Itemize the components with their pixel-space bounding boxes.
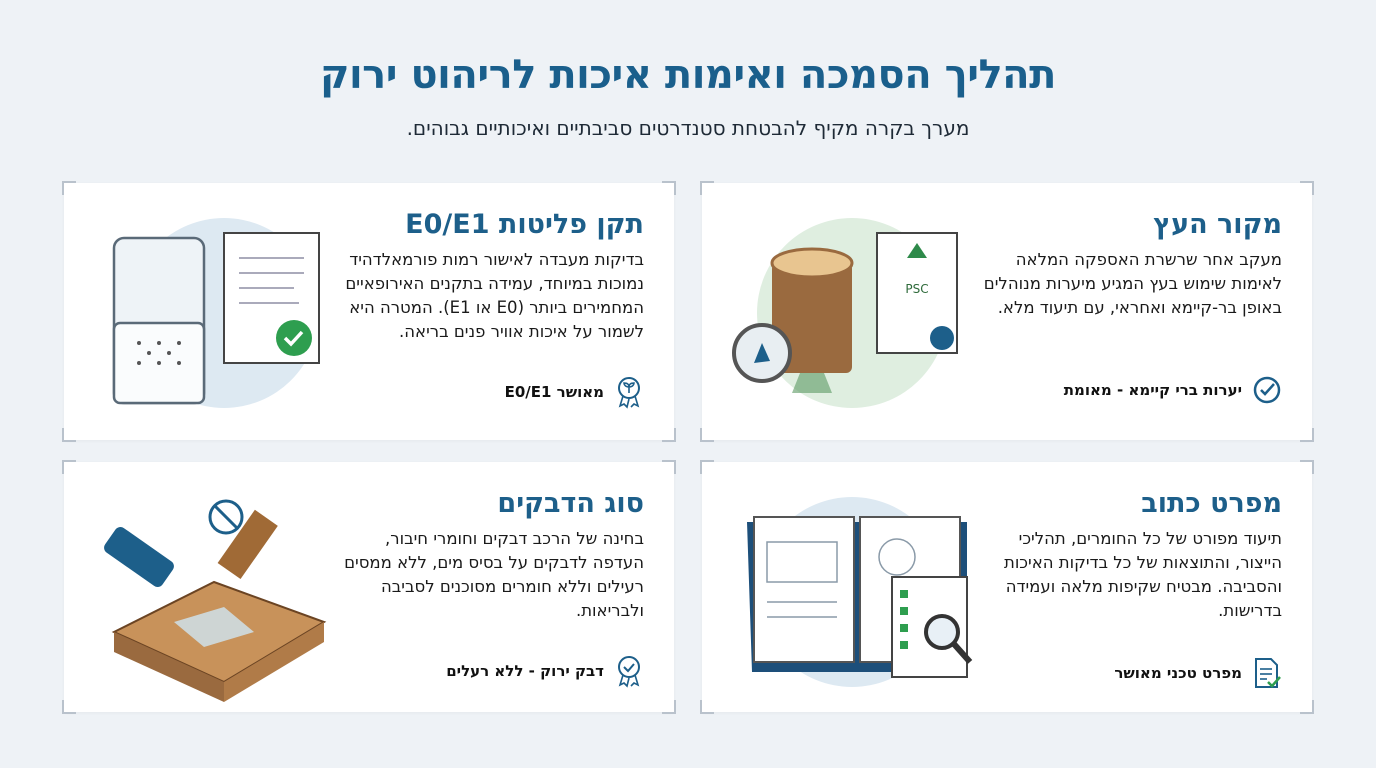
card-title: מפרט כתוב <box>1141 488 1282 519</box>
card-badge: מאושר E0/E1 <box>505 375 644 409</box>
check-award-icon <box>618 656 640 688</box>
wood-certificate-illustration: PSC <box>732 218 958 408</box>
card-body: תיעוד מפורט של כל החומרים, תהליכי הייצור… <box>1003 529 1282 620</box>
card-wood-source: מקור העץ מעקב אחר שרשרת האספקה המלאה לאי… <box>700 181 1314 442</box>
spec-book-illustration <box>747 497 973 687</box>
card-emissions-standard: תקן פליטות E0/E1 בדיקות מעבדה לאישור רמו… <box>62 181 676 442</box>
page-subtitle: מערך בקרה מקיף להבטחת סטנדרטים סביבתיים … <box>406 116 970 140</box>
card-body: בדיקות מעבדה לאישור רמות פורמאלדהיד נמוכ… <box>345 250 644 341</box>
air-purifier-certificate-illustration <box>112 218 320 408</box>
badge-label: מאושר E0/E1 <box>504 383 604 401</box>
badge-label: דבק ירוק - ללא רעלים <box>446 662 604 680</box>
check-circle-icon <box>1253 376 1281 404</box>
card-body: בחינה של הרכב דבקים וחומרי חיבור, העדפה … <box>344 529 644 620</box>
card-title: תקן פליטות E0/E1 <box>405 209 644 240</box>
card-badge: דבק ירוק - ללא רעלים <box>446 654 644 688</box>
card-badge: מפרט טכני מאושר <box>1114 656 1282 690</box>
page-title: תהליך הסמכה ואימות איכות לריהוט ירוק <box>320 52 1056 98</box>
badge-label: יערות ברי קיימא - מאומת <box>1063 381 1242 399</box>
card-title: מקור העץ <box>1153 209 1282 240</box>
document-check-icon <box>1255 658 1281 688</box>
card-body: מעקב אחר שרשרת האספקה המלאה לאימות שימוש… <box>983 250 1282 317</box>
leaf-award-icon <box>618 377 640 409</box>
card-title: סוג הדבקים <box>497 488 644 519</box>
card-adhesive-type: סוג הדבקים בחינה של הרכב דבקים וחומרי חי… <box>62 460 676 714</box>
card-written-spec: מפרט כתוב תיעוד מפורט של כל החומרים, תהל… <box>700 460 1314 714</box>
glue-brush-wood-illustration <box>104 499 327 702</box>
card-badge: יערות ברי קיימא - מאומת <box>1064 375 1282 405</box>
certificate-label: PSC <box>905 282 928 296</box>
badge-label: מפרט טכני מאושר <box>1114 664 1242 682</box>
